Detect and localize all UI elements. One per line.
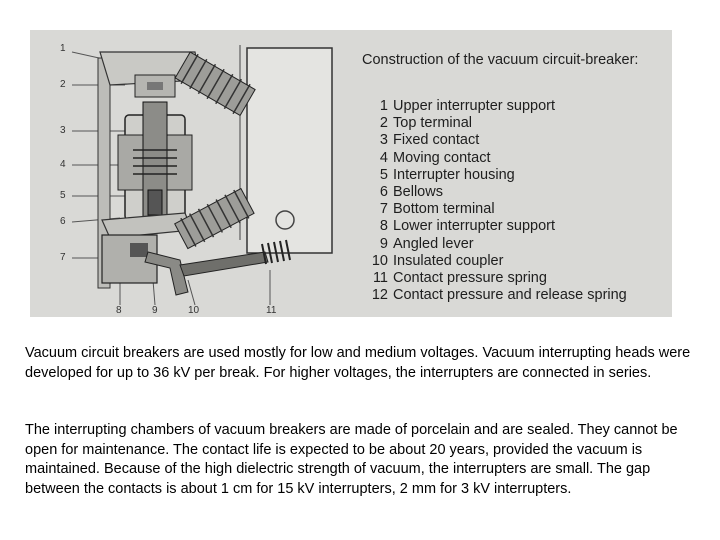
callout-5: 5 [60, 190, 66, 201]
legend-item: 5 Interrupter housing [362, 167, 627, 184]
legend-number: 7 [379, 201, 388, 218]
legend-number: 11 [372, 269, 388, 286]
legend-label: Angled lever [393, 235, 474, 252]
paragraph-details: The interrupting chambers of vacuum brea… [25, 422, 678, 497]
legend-number: 6 [379, 183, 388, 200]
callout-2: 2 [60, 79, 66, 90]
legend-item: 8 Lower interrupter support [362, 218, 627, 235]
legend-label: Contact pressure spring [393, 269, 547, 286]
legend-label: Interrupter housing [393, 166, 515, 183]
breaker-figure: 1 2 3 4 5 6 7 8 9 10 11 Construction of … [30, 30, 672, 317]
legend-label: Insulated coupler [393, 252, 504, 269]
paragraph-intro: Vacuum circuit breakers are used mostly … [25, 345, 691, 381]
legend-label: Top terminal [393, 115, 472, 132]
legend-number: 10 [371, 252, 388, 269]
legend-label: Bottom terminal [393, 201, 495, 218]
legend-number: 12 [371, 287, 388, 304]
legend-label: Contact pressure and release spring [393, 287, 627, 304]
legend-number: 9 [379, 235, 388, 252]
callout-4: 4 [60, 159, 66, 170]
callout-8: 8 [116, 305, 122, 316]
callout-1: 1 [60, 43, 66, 54]
callout-3: 3 [60, 125, 66, 136]
legend-item: 7 Bottom terminal [362, 201, 627, 218]
legend-item: 11 Contact pressure spring [362, 270, 627, 287]
legend-item: 10 Insulated coupler [362, 253, 627, 270]
legend-item: 9 Angled lever [362, 236, 627, 253]
breaker-drawing [71, 45, 333, 306]
legend-item: 4 Moving contact [362, 150, 627, 167]
legend-item: 3 Fixed contact [362, 132, 627, 149]
callout-6: 6 [60, 216, 66, 227]
legend-label: Upper interrupter support [393, 98, 555, 114]
legend-number: 3 [379, 132, 388, 149]
legend-number: 2 [379, 115, 388, 132]
legend-number: 4 [379, 149, 388, 166]
legend-number: 1 [379, 98, 388, 114]
callout-9: 9 [152, 305, 158, 316]
legend-number: 8 [379, 218, 388, 235]
legend-number: 5 [379, 166, 388, 183]
legend-item: 6 Bellows [362, 184, 627, 201]
callout-7: 7 [60, 252, 66, 263]
callout-10: 10 [188, 305, 200, 316]
legend-item: 1 Upper interrupter support [362, 98, 627, 115]
legend-item: 2 Top terminal [362, 115, 627, 132]
figure-legend: 1 Upper interrupter support 2 Top terminal… [362, 98, 627, 304]
figure-title: Construction of the vacuum circuit-break… [362, 52, 639, 68]
legend-label: Bellows [393, 183, 443, 200]
legend-label: Lower interrupter support [393, 218, 555, 235]
callout-11: 11 [266, 305, 277, 316]
legend-label: Fixed contact [393, 132, 480, 149]
legend-label: Moving contact [393, 149, 491, 166]
legend-item: 12 Contact pressure and release spring [362, 287, 627, 304]
